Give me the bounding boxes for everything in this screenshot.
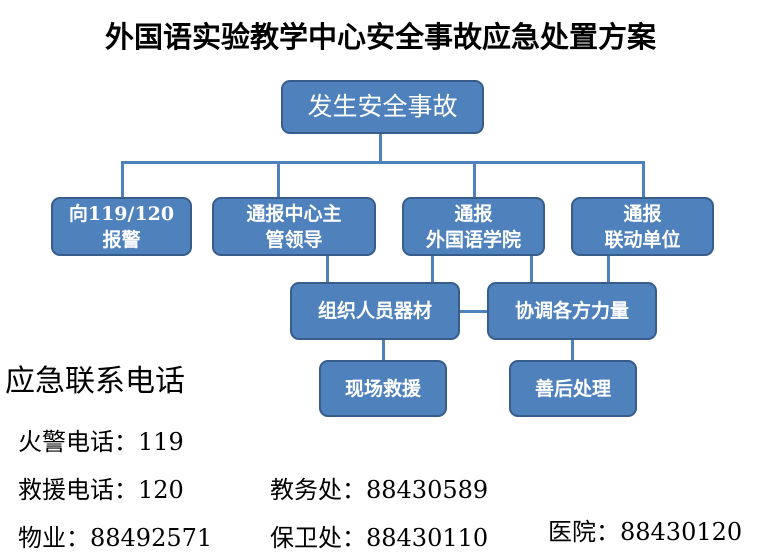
connector	[382, 338, 385, 362]
node-label: 向119/120	[68, 202, 175, 225]
contact-security: 保卫处：88430110	[270, 524, 489, 552]
node-label: 通报	[454, 202, 493, 225]
connector	[473, 161, 476, 198]
contact-rescue: 救援电话：120	[18, 476, 184, 504]
node-report-119-120: 向119/120 报警	[51, 197, 192, 256]
connector	[277, 161, 280, 198]
node-label: 现场救援	[344, 377, 421, 400]
node-label: 联动单位	[604, 228, 681, 251]
connector	[530, 254, 533, 284]
node-label: 管领导	[265, 228, 323, 251]
connector	[379, 133, 382, 163]
contact-property: 物业：88492571	[18, 524, 213, 552]
root-node: 发生安全事故	[281, 80, 484, 134]
node-rescue: 现场救援	[319, 360, 447, 417]
contact-fire: 火警电话：119	[18, 428, 184, 456]
node-aftermath: 善后处理	[509, 360, 637, 417]
connector	[121, 161, 643, 164]
connector	[458, 310, 489, 313]
node-notify-center-leader: 通报中心主管领导	[212, 197, 376, 256]
node-label: 通报中心主	[246, 202, 342, 225]
node-label: 组织人员器材	[317, 300, 432, 322]
node-label: 报警	[102, 228, 141, 251]
node-label: 发生安全事故	[307, 92, 458, 121]
connector	[571, 338, 574, 362]
node-label: 通报	[623, 202, 662, 225]
connector	[326, 254, 329, 284]
node-label: 外国语学院	[425, 228, 521, 251]
node-notify-school: 通报外国语学院	[402, 197, 545, 256]
contact-academic-affairs: 教务处：88430589	[270, 476, 489, 504]
contacts-heading: 应急联系电话	[5, 364, 185, 399]
node-label: 协调各方力量	[514, 300, 629, 322]
connector	[607, 254, 610, 284]
node-notify-partners: 通报联动单位	[571, 197, 714, 256]
node-organize: 组织人员器材	[290, 282, 460, 340]
connector	[121, 161, 124, 198]
connector	[642, 161, 645, 198]
contact-hospital: 医院：88430120	[548, 518, 743, 546]
node-coordinate: 协调各方力量	[487, 282, 657, 340]
connector	[431, 254, 434, 284]
page-title: 外国语实验教学中心安全事故应急处置方案	[104, 20, 656, 54]
node-label: 善后处理	[534, 377, 611, 400]
